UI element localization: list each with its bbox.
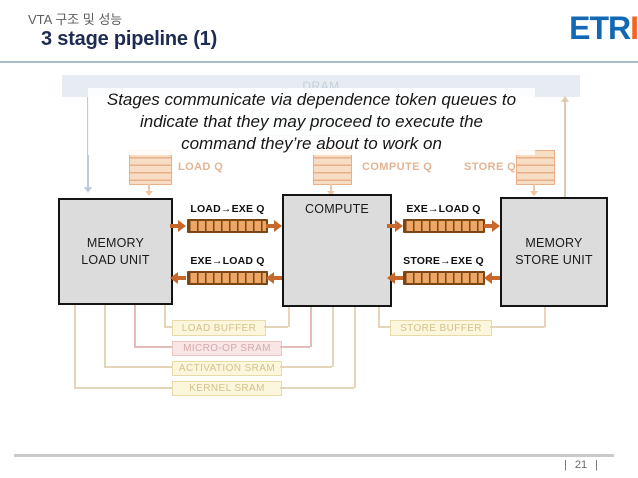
connector-line [378,307,380,327]
connector-line [354,307,356,388]
flow-arrow-left-icon [387,272,403,284]
flow-arrow-right-icon [266,220,282,232]
etri-logo-blue-text: ETR [569,10,631,46]
store-exe-queue [403,271,485,285]
kernel-sram-box: KERNEL SRAM [172,381,282,396]
etri-logo-orange-text: I [630,10,638,46]
load-exe-queue-label: LOAD→EXE Q [190,203,265,215]
flow-arrow-right-icon [387,220,403,232]
load-queue-icon [129,150,172,185]
activation-sram-box: ACTIVATION SRAM [172,361,282,376]
connector-line [164,326,172,328]
store-exe-queue-label: STORE→EXE Q [403,255,484,267]
exe-load-queue [187,271,268,285]
flow-arrow-left-icon [266,272,282,284]
activation-sram-label: ACTIVATION SRAM [178,363,276,374]
connector-line [104,305,106,367]
connector-line [264,326,288,328]
arrow-up-icon [560,96,569,102]
store-queue-icon [516,150,555,185]
kernel-sram-label: KERNEL SRAM [189,383,265,394]
load-buffer-box: LOAD BUFFER [172,320,266,336]
compute-unit-box: COMPUTE [282,194,392,307]
store-q-label: STORE Q [464,161,517,173]
queue-down-line [533,184,535,191]
connector-line [104,366,172,368]
queue-down-line [330,184,332,191]
flow-arrow-right-icon [484,220,500,232]
flow-arrow-right-icon [170,220,186,232]
connector-line [490,326,545,328]
etri-logo: ETRI [569,12,638,44]
memory-store-unit-label: MEMORY STORE UNIT [515,236,593,267]
connector-line [332,307,334,367]
connector-line [544,307,546,327]
connector-line [378,326,390,328]
store-buffer-label: STORE BUFFER [400,322,482,334]
connector-line [310,307,312,347]
memory-store-unit-box: MEMORY STORE UNIT [500,197,608,307]
load-exe-queue [187,219,268,233]
flow-arrow-left-icon [484,272,500,284]
connector-line [74,305,76,388]
store-to-dram-line [564,102,566,197]
connector-line [134,305,136,347]
compute-unit-label: COMPUTE [305,202,369,216]
connector-line [134,346,172,348]
slide-category: VTA 구조 및 성능 [28,12,123,27]
page-title: 3 stage pipeline (1) [41,28,218,50]
page-number: | 21 | [563,459,598,471]
memory-load-unit-label: MEMORY LOAD UNIT [81,235,150,267]
callout-line-3: command they’re about to work on [181,134,442,153]
connector-line [280,346,310,348]
store-buffer-box: STORE BUFFER [390,320,492,336]
footer-divider [14,454,614,457]
connector-line [164,305,166,327]
load-buffer-label: LOAD BUFFER [181,322,257,334]
exe-store-queue-label: EXE→LOAD Q [406,203,481,215]
arrow-down-icon [144,191,153,196]
connector-line [288,307,290,327]
callout-line-2: indicate that they may proceed to execut… [139,112,484,131]
connector-line [280,387,354,389]
compute-queue-icon [313,150,352,185]
dram-to-load-line [87,97,89,187]
callout-overlay: Stages communicate via dependence token … [88,88,535,155]
flow-arrow-left-icon [170,272,186,284]
memory-load-unit-box: MEMORY LOAD UNIT [58,198,173,305]
load-q-label: LOAD Q [178,161,224,173]
arrow-down-icon [529,191,538,196]
exe-store-queue [403,219,485,233]
connector-line [74,387,172,389]
arrow-down-icon [83,187,92,193]
micro-op-sram-label: MICRO-OP SRAM [183,343,271,354]
queue-down-line [148,184,150,191]
arrow-down-icon [326,191,335,196]
callout-line-1: Stages communicate via dependence token … [106,90,517,109]
compute-q-label: COMPUTE Q [362,161,433,173]
header-divider [0,61,638,63]
exe-load-queue-label: EXE→LOAD Q [190,255,265,267]
micro-op-sram-box: MICRO-OP SRAM [172,341,282,356]
connector-line [280,366,332,368]
